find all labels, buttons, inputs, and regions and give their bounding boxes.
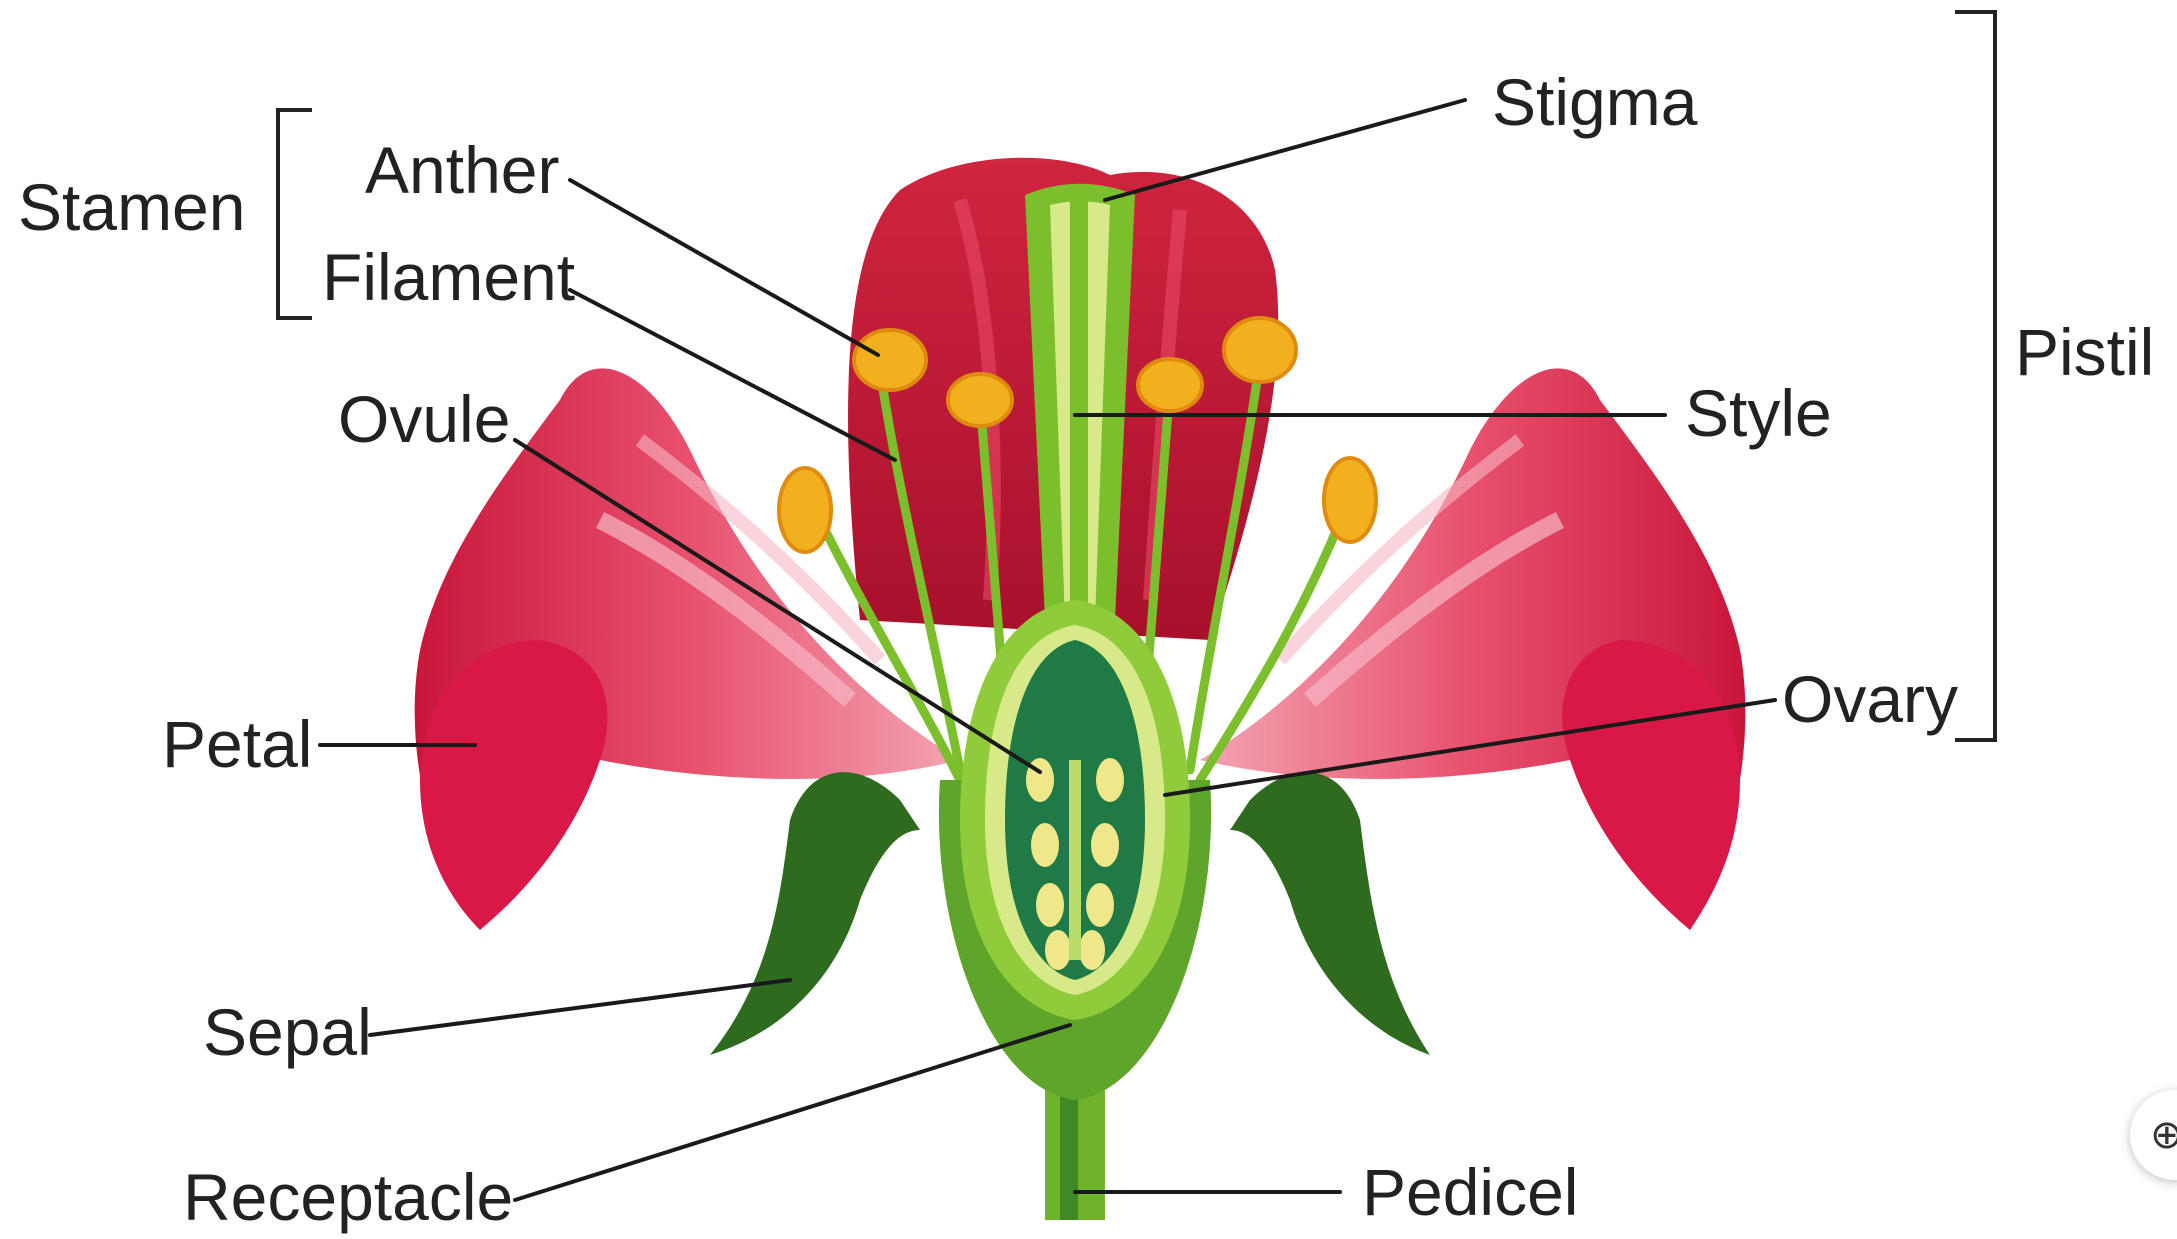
label-style: Style [1685,376,1832,450]
stamen-bracket [278,110,312,318]
label-ovary: Ovary [1782,662,1958,736]
label-sepal: Sepal [203,995,372,1069]
label-pedicel: Pedicel [1362,1155,1578,1229]
flower-illustration [415,158,1746,1220]
leader-sepal [370,980,790,1035]
label-ovule: Ovule [338,382,510,456]
label-pistil: Pistil [2015,315,2154,389]
label-receptacle: Receptacle [183,1160,513,1234]
label-anther: Anther [365,133,559,207]
leader-anther [570,180,878,355]
pistil-bracket [1955,12,1995,740]
sepal-left [710,772,920,1055]
leader-receptacle [515,1025,1070,1200]
sepal-right [1230,772,1430,1055]
label-filament: Filament [322,240,575,314]
label-stamen: Stamen [18,170,245,244]
zoom-in-icon: ⊕ [2150,1112,2177,1158]
label-stigma: Stigma [1492,65,1698,139]
leader-stigma [1105,100,1465,200]
label-petal: Petal [162,707,312,781]
